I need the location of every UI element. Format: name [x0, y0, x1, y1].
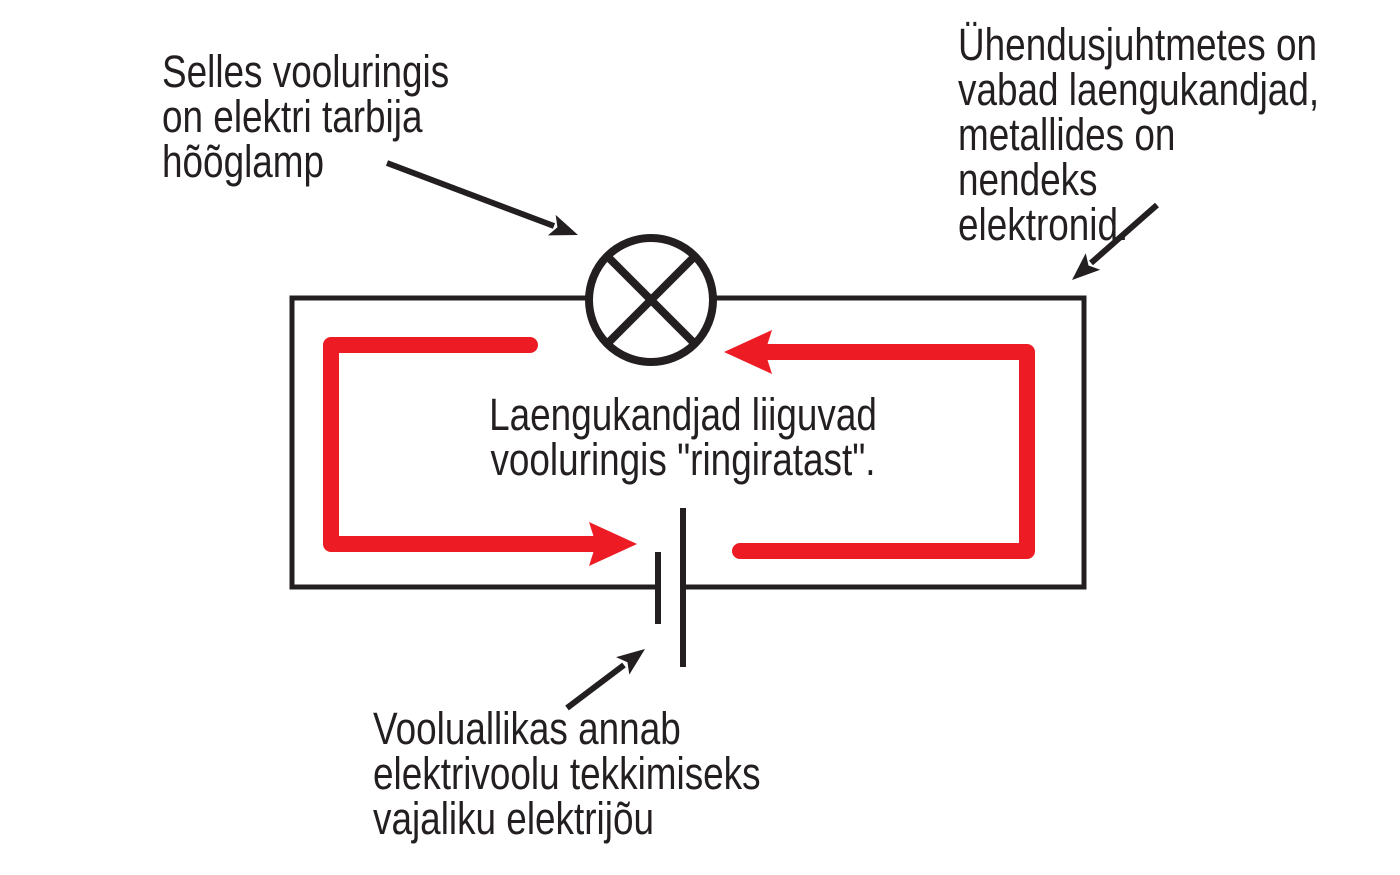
- lamp-cross-stroke: [604, 253, 698, 347]
- battery-icon: [655, 508, 686, 667]
- current-flow-right-track: [732, 344, 1035, 559]
- wires-note-label: Ühendusjuhtmetes on vabad laengukandjad,…: [958, 19, 1320, 250]
- current-flow-left-track: [323, 337, 604, 552]
- annotation-arrow-wires: [1072, 202, 1159, 280]
- current-flow-arrow-right: [724, 330, 1035, 559]
- current-flow-arrow-left: [323, 337, 637, 566]
- annotation-arrow-lamp: [385, 160, 578, 236]
- lamp-note-label: Selles vooluringis on elektri tarbija hõ…: [162, 46, 450, 187]
- annotation-arrow-lamp-line: [385, 160, 556, 229]
- current-flow-right-arrowhead-icon: [724, 330, 772, 374]
- annotation-arrowhead-icon: [616, 649, 645, 675]
- annotation-arrow-wires-line: [1089, 202, 1159, 266]
- annotation-arrow-source-line: [565, 662, 626, 711]
- annotation-arrowhead-icon: [1072, 253, 1101, 280]
- annotation-arrow-source: [565, 649, 645, 711]
- current-flow-left-arrowhead-icon: [589, 522, 637, 566]
- flow-note-label: Laengukandjad liiguvad vooluringis "ring…: [489, 389, 877, 485]
- source-note-label: Vooluallikas annab elektrivoolu tekkimis…: [373, 703, 761, 844]
- lamp-icon: [585, 234, 717, 366]
- annotation-arrowhead-icon: [547, 214, 578, 236]
